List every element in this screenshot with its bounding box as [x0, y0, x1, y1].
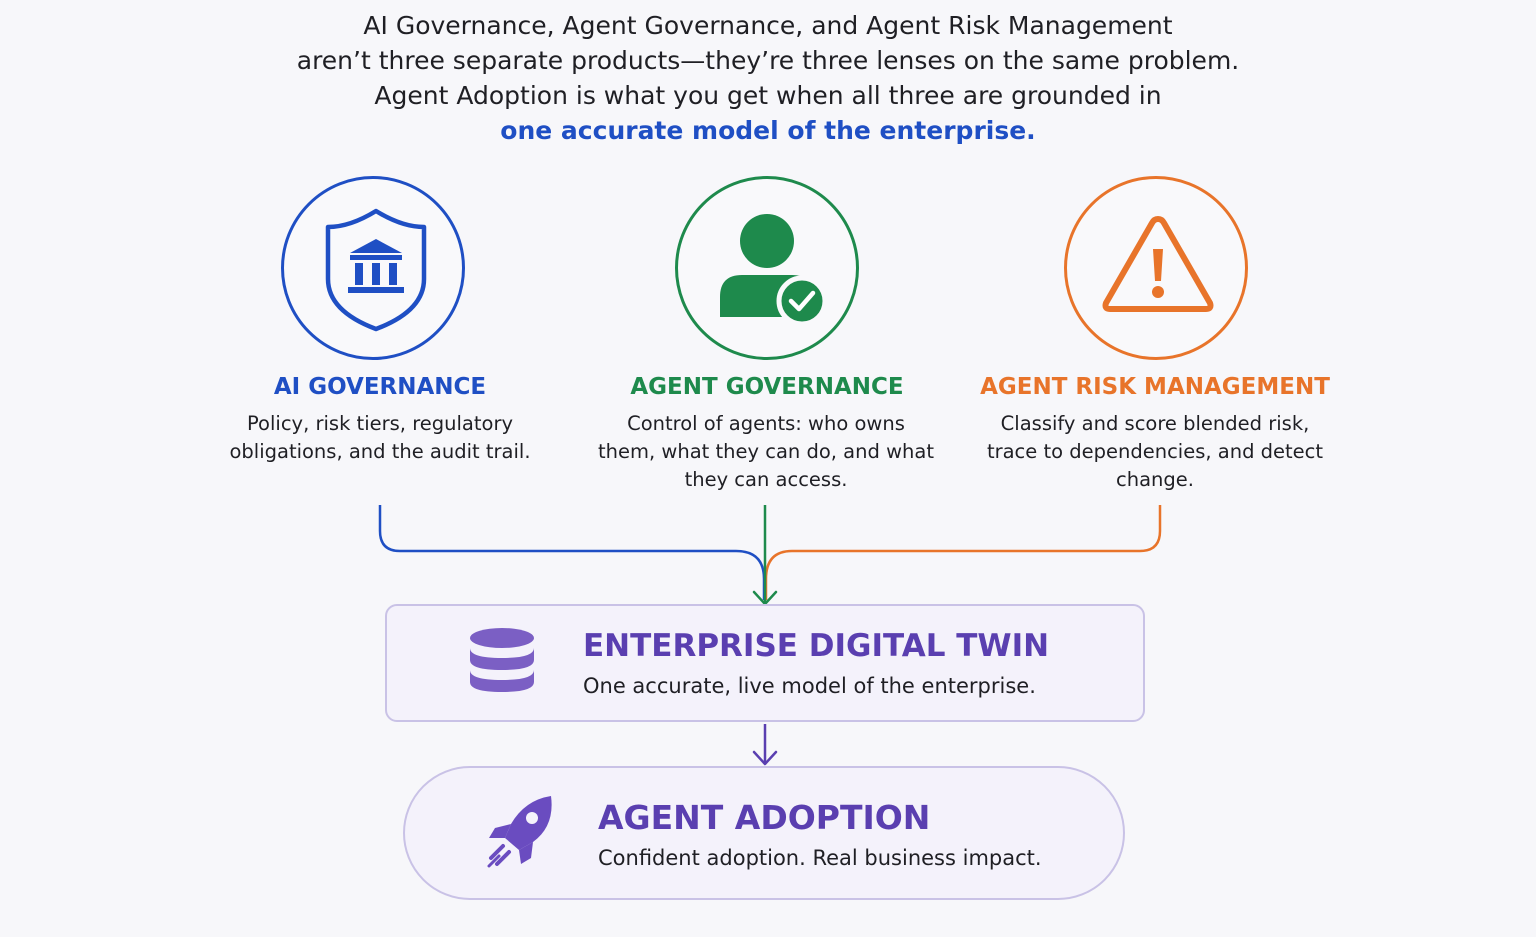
- agent-adoption-box: AGENT ADOPTION Confident adoption. Real …: [403, 766, 1125, 900]
- shield-bank-icon: [325, 208, 427, 332]
- intro-line-3: Agent Adoption is what you get when all …: [374, 81, 1162, 110]
- enterprise-digital-twin-box: ENTERPRISE DIGITAL TWIN One accurate, li…: [385, 604, 1145, 722]
- intro-highlight: one accurate model of the enterprise.: [500, 116, 1036, 145]
- intro-line-2: aren’t three separate products—they’re t…: [296, 46, 1240, 75]
- ai-governance-circle: [281, 176, 465, 360]
- rocket-icon: [487, 796, 552, 868]
- database-icon: [470, 628, 534, 692]
- ai-governance-title: AI GOVERNANCE: [273, 374, 487, 400]
- twin-title: ENTERPRISE DIGITAL TWIN: [583, 628, 1050, 664]
- twin-subtitle: One accurate, live model of the enterpri…: [583, 674, 1036, 698]
- adoption-title: AGENT ADOPTION: [598, 798, 931, 837]
- connector-agent-risk: [764, 505, 1162, 600]
- agent-governance-circle: [675, 176, 859, 360]
- agent-governance-description: Control of agents: who owns them, what t…: [598, 412, 934, 491]
- intro-text: AI Governance, Agent Governance, and Age…: [0, 8, 1536, 148]
- connector-ai-governance: [378, 505, 766, 600]
- agent-risk-title: AGENT RISK MANAGEMENT: [980, 374, 1330, 400]
- agent-governance-title: AGENT GOVERNANCE: [630, 374, 904, 400]
- adoption-subtitle: Confident adoption. Real business impact…: [598, 846, 1042, 870]
- warning-triangle-icon: [1102, 216, 1214, 312]
- agent-risk-circle: [1064, 176, 1248, 360]
- intro-line-1: AI Governance, Agent Governance, and Age…: [363, 11, 1173, 40]
- agent-risk-description: Classify and score blended risk, trace t…: [986, 412, 1324, 491]
- arrowhead-to-adoption: [752, 750, 778, 766]
- ai-governance-description: Policy, risk tiers, regulatory obligatio…: [229, 412, 531, 463]
- user-check-icon: [720, 214, 828, 327]
